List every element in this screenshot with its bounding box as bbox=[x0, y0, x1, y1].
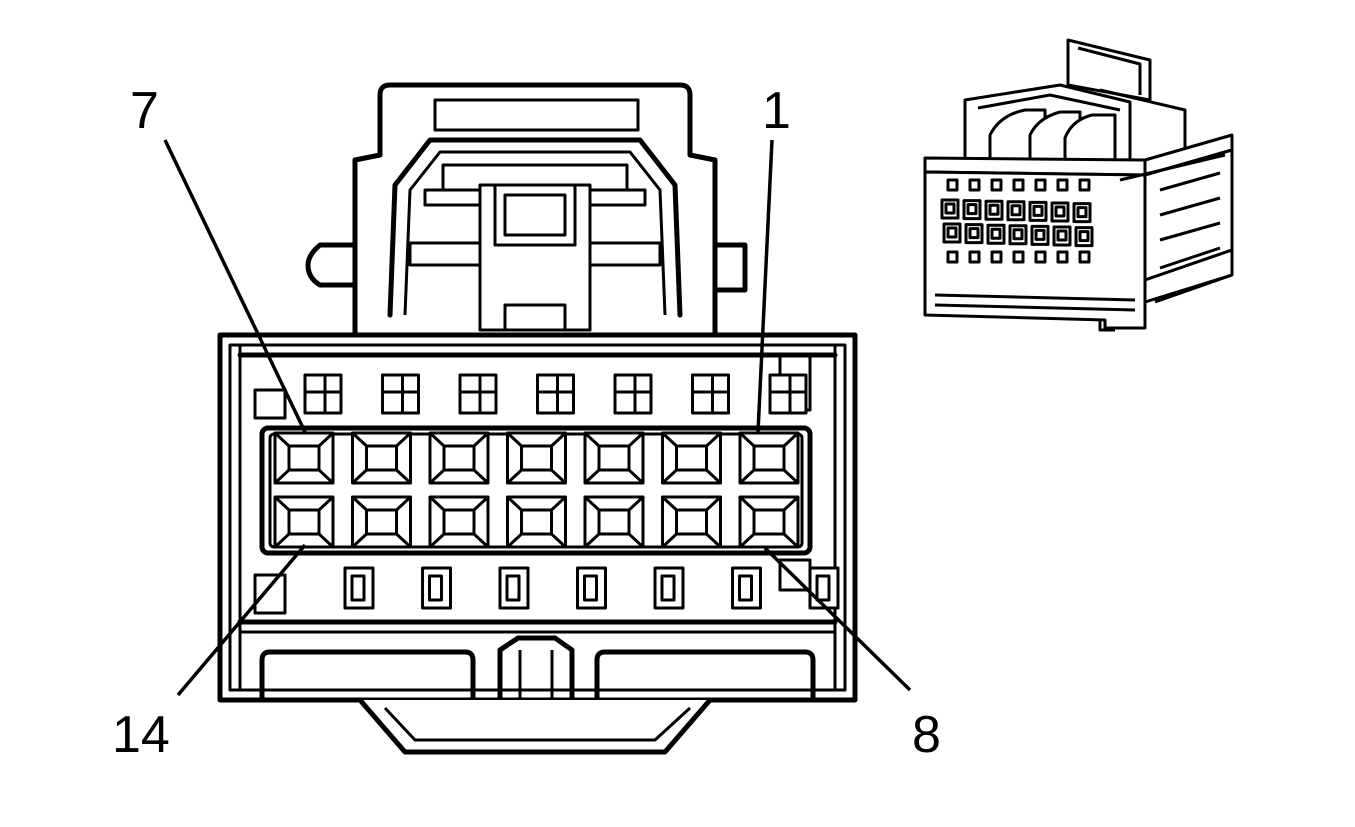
lower-lock-slots bbox=[343, 566, 840, 610]
iso-lock-slot bbox=[1012, 178, 1025, 192]
cavity-top-3 bbox=[583, 431, 645, 485]
iso-lock-slot bbox=[968, 178, 981, 192]
iso-lock-slot bbox=[946, 250, 959, 264]
callout-pin-14: 14 bbox=[112, 706, 170, 764]
iso-cavity bbox=[1072, 202, 1092, 224]
cavity-top-1 bbox=[738, 431, 800, 485]
cavity-bottom-9 bbox=[661, 495, 722, 549]
iso-cavity bbox=[1050, 201, 1070, 223]
cavity-top-7 bbox=[273, 431, 335, 485]
iso-cavity bbox=[964, 223, 984, 245]
iso-lock-slot bbox=[968, 250, 981, 264]
iso-cavity bbox=[986, 223, 1006, 245]
iso-lock-slot bbox=[990, 178, 1003, 192]
lower-lock-slot bbox=[808, 566, 840, 610]
upper-lock-slot bbox=[613, 373, 653, 415]
cavity-bottom-12 bbox=[428, 495, 490, 549]
upper-lock-slot bbox=[381, 373, 420, 415]
lower-lock-slot bbox=[731, 566, 762, 610]
lower-lock-slot bbox=[343, 566, 375, 610]
iso-cavity bbox=[942, 222, 962, 244]
cavity-top-4 bbox=[506, 431, 567, 485]
cavity-top-2 bbox=[661, 431, 722, 485]
iso-cavity bbox=[984, 199, 1004, 221]
leader-line-pin-14 bbox=[176, 543, 307, 697]
iso-lock-slot bbox=[1078, 250, 1091, 264]
connector-latch bbox=[305, 82, 748, 338]
cavity-bottom-14 bbox=[273, 495, 335, 549]
iso-cavity bbox=[962, 199, 982, 221]
lower-lock-slot bbox=[576, 566, 607, 610]
iso-cavity bbox=[1028, 200, 1048, 222]
iso-cavity bbox=[1008, 224, 1028, 246]
upper-lock-slot bbox=[536, 373, 575, 415]
callout-pin-7: 7 bbox=[130, 82, 159, 140]
cavity-grid bbox=[273, 431, 800, 549]
iso-lock-slot bbox=[1078, 178, 1091, 192]
lower-lock-slot bbox=[498, 566, 530, 610]
cavity-bottom-11 bbox=[506, 495, 567, 549]
cavity-top-6 bbox=[351, 431, 412, 485]
iso-cavity bbox=[940, 198, 960, 220]
leader-line-pin-8 bbox=[763, 546, 912, 692]
iso-cavity bbox=[1052, 225, 1072, 247]
leader-line-pin-1 bbox=[756, 139, 774, 433]
iso-lock-slot bbox=[1056, 178, 1069, 192]
cavity-bottom-13 bbox=[351, 495, 412, 549]
upper-lock-slot bbox=[303, 373, 343, 415]
iso-cavity bbox=[1006, 200, 1026, 222]
iso-lock-slot bbox=[946, 178, 959, 192]
iso-lock-slot bbox=[1012, 250, 1025, 264]
connector-isometric-view bbox=[923, 38, 1234, 332]
iso-lock-slot bbox=[1056, 250, 1069, 264]
upper-lock-slots bbox=[303, 373, 808, 415]
iso-lock-slot bbox=[1034, 178, 1047, 192]
iso-cavity bbox=[1074, 226, 1094, 248]
iso-lock-slot bbox=[1034, 250, 1047, 264]
upper-lock-slot bbox=[691, 373, 730, 415]
callout-pin-8: 8 bbox=[912, 706, 941, 764]
cavity-bottom-8 bbox=[738, 495, 800, 549]
iso-lock-slot bbox=[990, 250, 1003, 264]
leader-line-pin-7 bbox=[163, 139, 307, 433]
cavity-bottom-10 bbox=[583, 495, 645, 549]
upper-lock-slot bbox=[458, 373, 498, 415]
lower-lock-slot bbox=[653, 566, 685, 610]
callout-pin-1: 1 bbox=[762, 82, 791, 140]
upper-lock-slot bbox=[768, 373, 808, 415]
cavity-top-5 bbox=[428, 431, 490, 485]
iso-cavity bbox=[1030, 224, 1050, 246]
lower-lock-slot bbox=[421, 566, 452, 610]
